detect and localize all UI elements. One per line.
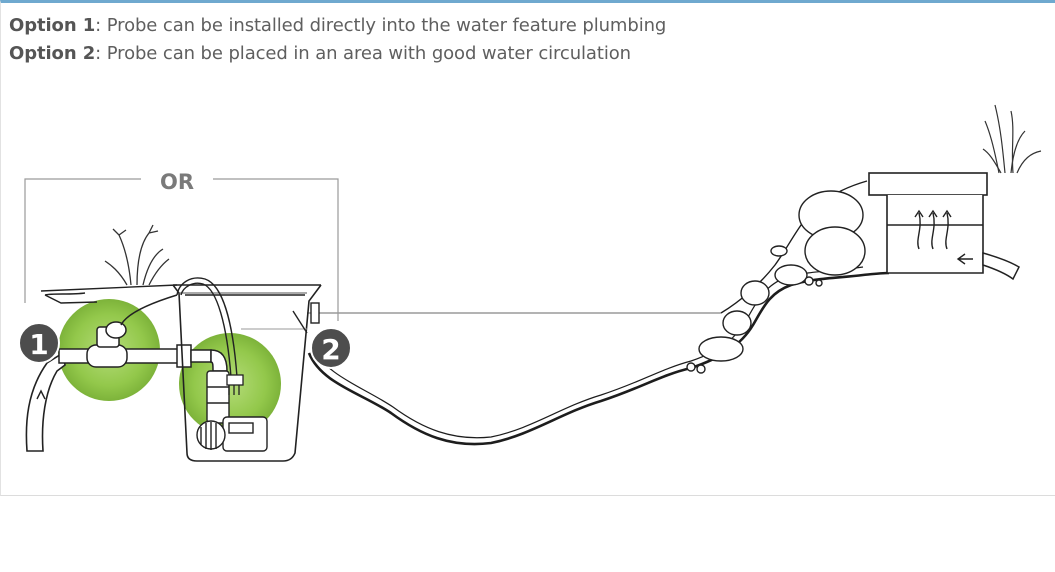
marker-1-label: 1 [29, 328, 48, 361]
option-1-label: Option 1 [9, 15, 96, 36]
flow-arrow-icon [36, 389, 46, 400]
inflow-arrow-icon [956, 253, 973, 265]
grass-right-icon [982, 104, 1042, 174]
inline-probe-1-icon [86, 294, 178, 368]
option-2-text: : Probe can be placed in an area with go… [95, 43, 631, 64]
plants-left-icon [104, 224, 170, 286]
rim-probe-icon [292, 302, 320, 334]
content-panel: Option 1: Probe can be installed directl… [0, 0, 1055, 496]
pond-probe-diagram: OR [18, 104, 1042, 462]
option-1-line: Option 1: Probe can be installed directl… [9, 15, 666, 36]
marker-1: 1 [18, 322, 60, 364]
pump-icon [196, 370, 268, 452]
marker-2: 2 [310, 327, 352, 369]
biofalls-filter [868, 172, 988, 274]
or-label: OR [160, 170, 194, 194]
marker-2-label: 2 [321, 333, 340, 366]
basin-container [172, 284, 322, 462]
inflow-hose [982, 252, 1020, 281]
flow-up-arrows-icon [914, 209, 952, 250]
discharge-hose [25, 351, 66, 452]
option-2-label: Option 2 [9, 43, 96, 64]
probe-2-cable [176, 277, 238, 378]
stream-rocks [686, 190, 866, 374]
option-2-line: Option 2: Probe can be placed in an area… [9, 43, 631, 64]
pond-edge-left [40, 284, 178, 304]
probe-2-sensor-icon [226, 374, 244, 395]
or-bracket [24, 178, 339, 321]
option-1-text: : Probe can be installed directly into t… [95, 15, 667, 36]
